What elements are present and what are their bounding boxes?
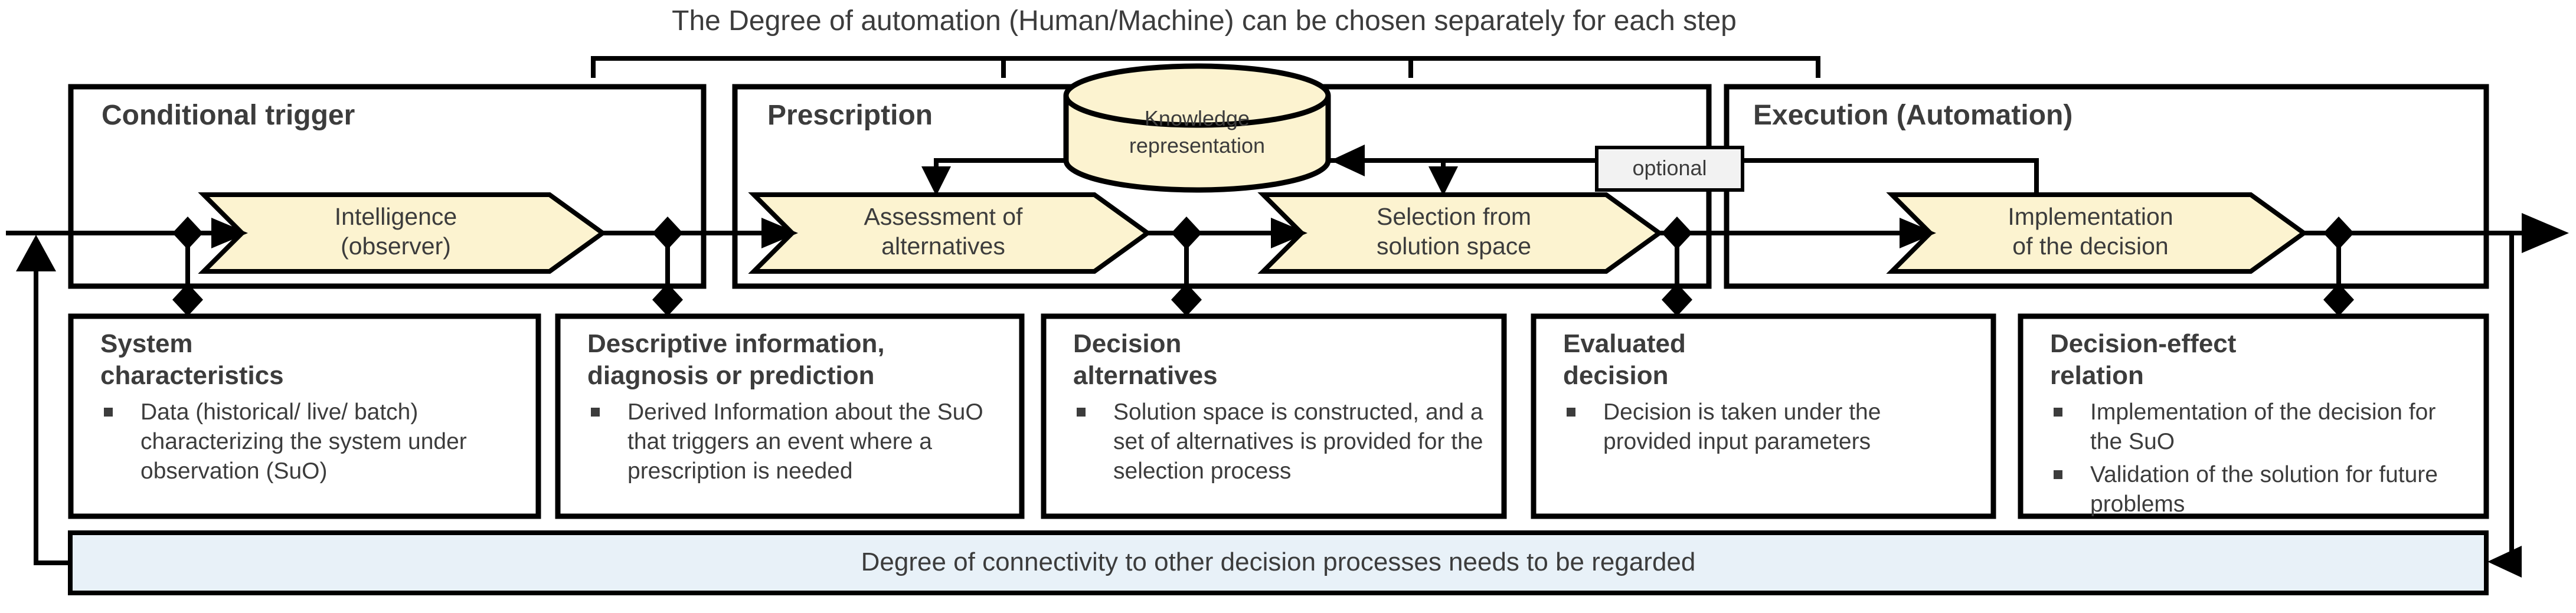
feedback-line-left bbox=[34, 268, 70, 565]
junction-diamond bbox=[652, 283, 683, 316]
knowledge-cylinder-top bbox=[1063, 63, 1331, 128]
phase-label-conditional-trigger: Conditional trigger bbox=[102, 100, 355, 131]
junction-diamond bbox=[1662, 283, 1692, 316]
junction-diamond bbox=[1662, 217, 1692, 250]
phase-label-execution: Execution (Automation) bbox=[1753, 100, 2073, 131]
junction-diamond bbox=[2323, 283, 2354, 316]
artifact-box-evaluated-decision bbox=[1531, 313, 1996, 519]
artifact-title: Descriptive information, diagnosis or pr… bbox=[587, 329, 885, 390]
bullet-item: Derived Information about the SuO that t… bbox=[587, 398, 995, 486]
junction-diamond bbox=[1171, 217, 1202, 250]
step-label-assessment: Assessment of alternatives bbox=[864, 203, 1023, 260]
knowledge-label: Knowledge representation bbox=[1129, 106, 1266, 158]
junction-diamond bbox=[172, 283, 203, 316]
artifact-bullets: Implementation of the decision for the S… bbox=[2050, 398, 2469, 523]
bullet-item: Validation of the solution for future pr… bbox=[2050, 460, 2469, 519]
flow-arrow-icon bbox=[761, 218, 798, 248]
optional-feed-line bbox=[1329, 158, 2039, 194]
artifact-title: System characteristics bbox=[100, 329, 284, 390]
connectivity-label: Degree of connectivity to other decision… bbox=[861, 548, 1696, 576]
degree-bracket bbox=[591, 56, 1820, 78]
optional-box bbox=[1595, 146, 1744, 192]
bullet-item: Decision is taken under the provided inp… bbox=[1563, 398, 1970, 457]
junction-diamond bbox=[652, 217, 683, 250]
artifact-bullets: Data (historical/ live/ batch) character… bbox=[100, 398, 514, 490]
artifact-title: Decision-effect relation bbox=[2050, 329, 2237, 390]
bullet-item: Solution space is constructed, and a set… bbox=[1073, 398, 1486, 486]
artifact-title: Evaluated decision bbox=[1563, 329, 1686, 390]
phase-label-prescription: Prescription bbox=[767, 100, 933, 131]
step-label-selection: Selection from solution space bbox=[1376, 203, 1532, 260]
feedback-left-arrow-icon bbox=[2487, 546, 2522, 578]
feed-to-selection-arrow-icon bbox=[1428, 166, 1458, 196]
flow-arrow-icon bbox=[1271, 218, 1307, 248]
flow-arrow-icon bbox=[1900, 218, 1936, 248]
optional-label: optional bbox=[1632, 156, 1707, 180]
junction-diamond bbox=[172, 217, 203, 250]
feedback-line-right bbox=[2509, 231, 2521, 564]
artifact-box-system-characteristics bbox=[68, 313, 541, 519]
artifact-box-decision-alternatives bbox=[1041, 313, 1507, 519]
feedback-up-arrow-icon bbox=[16, 235, 56, 271]
junction-diamond bbox=[1171, 283, 1202, 316]
artifact-bullets: Decision is taken under the provided inp… bbox=[1563, 398, 1970, 460]
into-knowledge-arrow-icon bbox=[1331, 145, 1365, 176]
artifact-bullets: Solution space is constructed, and a set… bbox=[1073, 398, 1486, 490]
artifact-box-decision-effect-relation bbox=[2018, 313, 2489, 519]
artifact-title: Decision alternatives bbox=[1073, 329, 1218, 390]
junction-diamond bbox=[2323, 217, 2354, 250]
step-label-intelligence: Intelligence (observer) bbox=[334, 203, 457, 260]
bullet-item: Data (historical/ live/ batch) character… bbox=[100, 398, 514, 486]
diagram-title: The Degree of automation (Human/Machine)… bbox=[672, 5, 1737, 37]
artifact-box-descriptive-information bbox=[555, 313, 1025, 519]
knowledge-to-assessment-arrow-icon bbox=[921, 166, 951, 196]
bullet-item: Implementation of the decision for the S… bbox=[2050, 398, 2469, 457]
step-label-implementation: Implementation of the decision bbox=[2008, 203, 2173, 260]
phase-box-execution bbox=[1724, 84, 2489, 289]
artifact-bullets: Derived Information about the SuO that t… bbox=[587, 398, 995, 490]
flow-exit-arrow-icon bbox=[2522, 213, 2569, 253]
flow-arrow-icon bbox=[211, 218, 248, 248]
